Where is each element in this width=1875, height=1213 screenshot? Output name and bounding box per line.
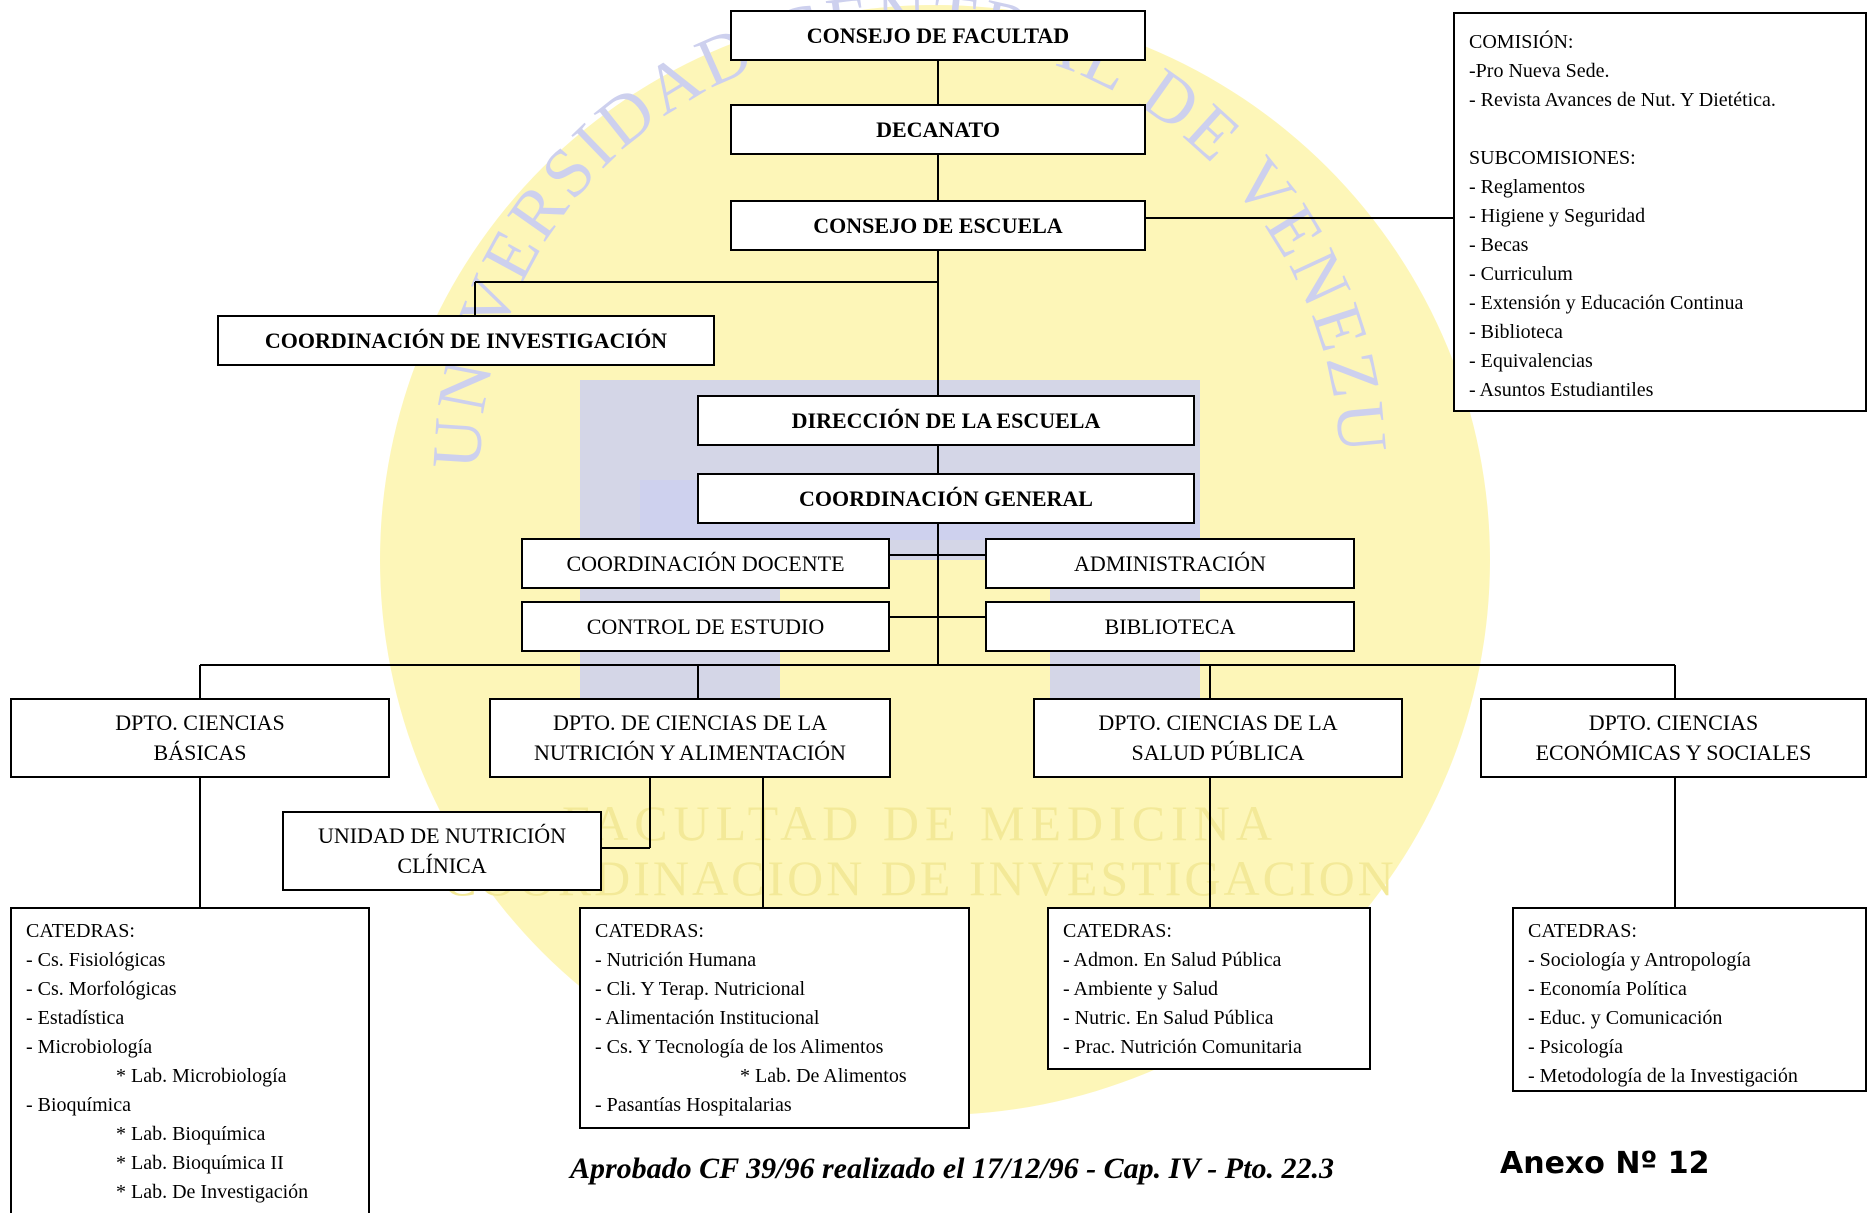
- catedra-item: - Nutrición Humana: [595, 949, 757, 971]
- subcomisiones-title: SUBCOMISIONES:: [1469, 147, 1636, 169]
- subcomision-item: - Extensión y Educación Continua: [1469, 292, 1744, 314]
- coordinacion-general-box: COORDINACIÓN GENERAL: [697, 473, 1195, 524]
- catedra-lab-item: * Lab. Bioquímica II: [116, 1152, 284, 1174]
- subcomision-item: - Higiene y Seguridad: [1469, 205, 1646, 227]
- catedra-item: - Alimentación Institucional: [595, 1007, 820, 1029]
- coordinacion-investigacion-box: COORDINACIÓN DE INVESTIGACIÓN: [217, 315, 715, 366]
- consejo-escuela-box: CONSEJO DE ESCUELA: [730, 200, 1146, 251]
- catedra-item: - Cli. Y Terap. Nutricional: [595, 978, 806, 1000]
- comision-item: -Pro Nueva Sede.: [1469, 60, 1610, 82]
- catedra-item: - Psicología: [1528, 1036, 1623, 1058]
- catedra-item: - Estadística: [26, 1007, 125, 1029]
- subcomision-item: - Reglamentos: [1469, 176, 1586, 198]
- decanato-label: DECANATO: [876, 116, 1000, 142]
- subcomision-item: - Biblioteca: [1469, 321, 1563, 343]
- catedras-basicas-box: CATEDRAS: - Cs. Fisiológicas - Cs. Morfo…: [10, 907, 370, 1213]
- dpto-line2: ECONÓMICAS Y SOCIALES: [1535, 740, 1812, 765]
- catedra-lab-item: * Lab. Microbiología: [116, 1065, 287, 1087]
- coordinacion-general-label: COORDINACIÓN GENERAL: [799, 485, 1093, 511]
- dpto-economicas-sociales-box: DPTO. CIENCIAS ECONÓMICAS Y SOCIALES: [1480, 698, 1867, 778]
- catedras-economicas-box: CATEDRAS: - Sociología y Antropología - …: [1512, 907, 1867, 1092]
- dpto-line2: SALUD PÚBLICA: [1131, 740, 1305, 765]
- catedras-title: CATEDRAS:: [595, 920, 704, 942]
- subcomision-item: - Curriculum: [1469, 263, 1573, 285]
- catedra-lab-item: * Lab. Bioquímica: [116, 1123, 266, 1145]
- biblioteca-label: BIBLIOTECA: [1104, 613, 1236, 639]
- decanato-box: DECANATO: [730, 104, 1146, 155]
- comision-box: COMISIÓN: -Pro Nueva Sede. - Revista Ava…: [1453, 12, 1867, 412]
- direccion-escuela-box: DIRECCIÓN DE LA ESCUELA: [697, 395, 1195, 446]
- dpto-line1: DPTO. CIENCIAS DE LA: [1098, 710, 1338, 735]
- catedras-nutricion-box: CATEDRAS: - Nutrición Humana - Cli. Y Te…: [579, 907, 970, 1129]
- subcomision-item: - Asuntos Estudiantiles: [1469, 379, 1654, 401]
- control-estudio-label: CONTROL DE ESTUDIO: [586, 613, 825, 639]
- coordinacion-docente-box: COORDINACIÓN DOCENTE: [521, 538, 890, 589]
- consejo-facultad-box: CONSEJO DE FACULTAD: [730, 10, 1146, 61]
- coordinacion-investigacion-label: COORDINACIÓN DE INVESTIGACIÓN: [264, 327, 668, 353]
- catedra-item: - Educ. y Comunicación: [1528, 1007, 1723, 1029]
- dpto-line1: DPTO. CIENCIAS: [115, 710, 285, 735]
- unidad-line2: CLÍNICA: [397, 853, 487, 878]
- catedra-lab-item: * Lab. De Investigación: [116, 1181, 309, 1203]
- coordinacion-docente-label: COORDINACIÓN DOCENTE: [566, 550, 845, 576]
- catedras-salud-publica-box: CATEDRAS: - Admon. En Salud Pública - Am…: [1047, 907, 1371, 1070]
- catedra-lab-item: * Lab. De Alimentos: [740, 1065, 907, 1087]
- catedra-item: - Cs. Y Tecnología de los Alimentos: [595, 1036, 884, 1058]
- dpto-line2: NUTRICIÓN Y ALIMENTACIÓN: [534, 740, 846, 765]
- control-estudio-box: CONTROL DE ESTUDIO: [521, 601, 890, 652]
- catedra-item: - Cs. Fisiológicas: [26, 949, 166, 971]
- unidad-line1: UNIDAD DE NUTRICIÓN: [317, 823, 567, 848]
- consejo-facultad-label: CONSEJO DE FACULTAD: [806, 22, 1070, 48]
- dpto-ciencias-basicas-box: DPTO. CIENCIAS BÁSICAS: [10, 698, 390, 778]
- dpto-nutricion-alimentacion-box: DPTO. DE CIENCIAS DE LA NUTRICIÓN Y ALIME…: [489, 698, 891, 778]
- biblioteca-box: BIBLIOTECA: [985, 601, 1355, 652]
- catedra-item: - Admon. En Salud Pública: [1063, 949, 1282, 971]
- unidad-nutricion-clinica-box: UNIDAD DE NUTRICIÓN CLÍNICA: [282, 811, 602, 891]
- catedra-item: - Sociología y Antropología: [1528, 949, 1751, 971]
- catedra-item: - Microbiología: [26, 1036, 153, 1058]
- annex-label: Anexo Nº 12: [1500, 1146, 1710, 1181]
- catedra-item: - Cs. Morfológicas: [26, 978, 177, 1000]
- catedra-item: - Metodología de la Investigación: [1528, 1065, 1798, 1087]
- catedras-title: CATEDRAS:: [1063, 920, 1172, 942]
- administracion-label: ADMINISTRACIÓN: [1074, 550, 1266, 576]
- consejo-escuela-label: CONSEJO DE ESCUELA: [813, 212, 1063, 238]
- catedras-title: CATEDRAS:: [26, 920, 135, 942]
- catedra-item: - Bioquímica: [26, 1094, 131, 1116]
- comision-item: - Revista Avances de Nut. Y Dietética.: [1469, 89, 1776, 111]
- dpto-salud-publica-box: DPTO. CIENCIAS DE LA SALUD PÚBLICA: [1033, 698, 1403, 778]
- administracion-box: ADMINISTRACIÓN: [985, 538, 1355, 589]
- comision-title: COMISIÓN:: [1469, 31, 1574, 53]
- catedra-item: - Economía Política: [1528, 978, 1687, 1000]
- catedra-item: - Ambiente y Salud: [1063, 978, 1218, 1000]
- approval-note: Aprobado CF 39/96 realizado el 17/12/96 …: [570, 1152, 1334, 1185]
- catedra-item: - Pasantías Hospitalarias: [595, 1094, 792, 1116]
- subcomision-item: - Equivalencias: [1469, 350, 1593, 372]
- dpto-line2: BÁSICAS: [153, 740, 247, 765]
- subcomision-item: - Becas: [1469, 234, 1529, 256]
- catedra-item: - Prac. Nutrición Comunitaria: [1063, 1036, 1302, 1058]
- direccion-escuela-label: DIRECCIÓN DE LA ESCUELA: [791, 407, 1101, 433]
- catedras-title: CATEDRAS:: [1528, 920, 1637, 942]
- catedra-item: - Nutric. En Salud Pública: [1063, 1007, 1274, 1029]
- dpto-line1: DPTO. CIENCIAS: [1588, 710, 1759, 735]
- dpto-line1: DPTO. DE CIENCIAS DE LA: [553, 710, 827, 735]
